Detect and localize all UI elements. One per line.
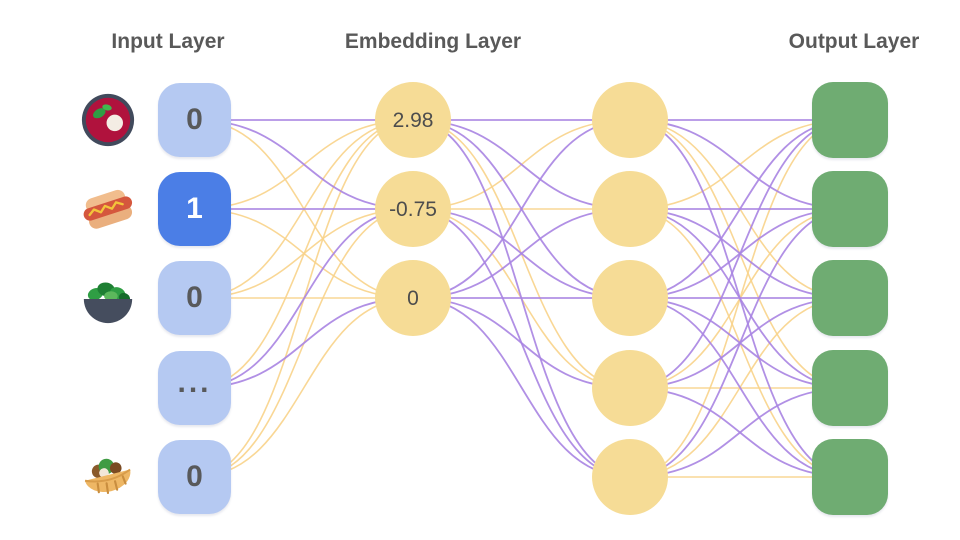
edge [412, 119, 631, 299]
hidden-node-5 [592, 439, 668, 515]
soup-icon [79, 91, 137, 149]
input-node-value: 1 [186, 192, 203, 225]
edge [194, 208, 414, 389]
input-node-pita: 0 [158, 440, 231, 514]
output-node-4 [812, 350, 888, 426]
output-node-5 [812, 439, 888, 515]
edge [629, 297, 851, 478]
embedding-node-value: 0 [407, 286, 419, 310]
salad-icon [79, 269, 137, 327]
embedding-layer-title: Embedding Layer [344, 30, 522, 53]
edge [194, 119, 414, 389]
input-node-value: 0 [186, 103, 203, 136]
input-node-hot-dog: 1 [158, 172, 231, 246]
hidden-node-3 [592, 260, 668, 336]
edge [629, 119, 851, 299]
output-node-1 [812, 82, 888, 158]
pita-icon [79, 448, 137, 506]
edge [629, 119, 851, 389]
embedding-node-3: 0 [375, 260, 451, 336]
input-layer-title: Input Layer [111, 30, 225, 53]
hidden-node-2 [592, 171, 668, 247]
output-node-2 [812, 171, 888, 247]
input-node-salad: 0 [158, 261, 231, 335]
input-node-ellipsis: ... [158, 351, 231, 425]
input-node-value: ... [177, 366, 212, 399]
hidden-node-1 [592, 82, 668, 158]
embedding-node-2: -0.75 [375, 171, 451, 247]
output-layer-title: Output Layer [788, 30, 920, 53]
edge [629, 208, 851, 478]
input-node-value: 0 [186, 460, 203, 493]
hot-dog-icon [79, 180, 137, 238]
embedding-node-1: 2.98 [375, 82, 451, 158]
input-node-value: 0 [186, 281, 203, 314]
embedding-node-value: -0.75 [389, 197, 437, 221]
edge [194, 297, 414, 478]
input-node-soup: 0 [158, 83, 231, 157]
output-node-3 [812, 260, 888, 336]
embedding-node-value: 2.98 [392, 108, 434, 132]
hidden-node-4 [592, 350, 668, 426]
